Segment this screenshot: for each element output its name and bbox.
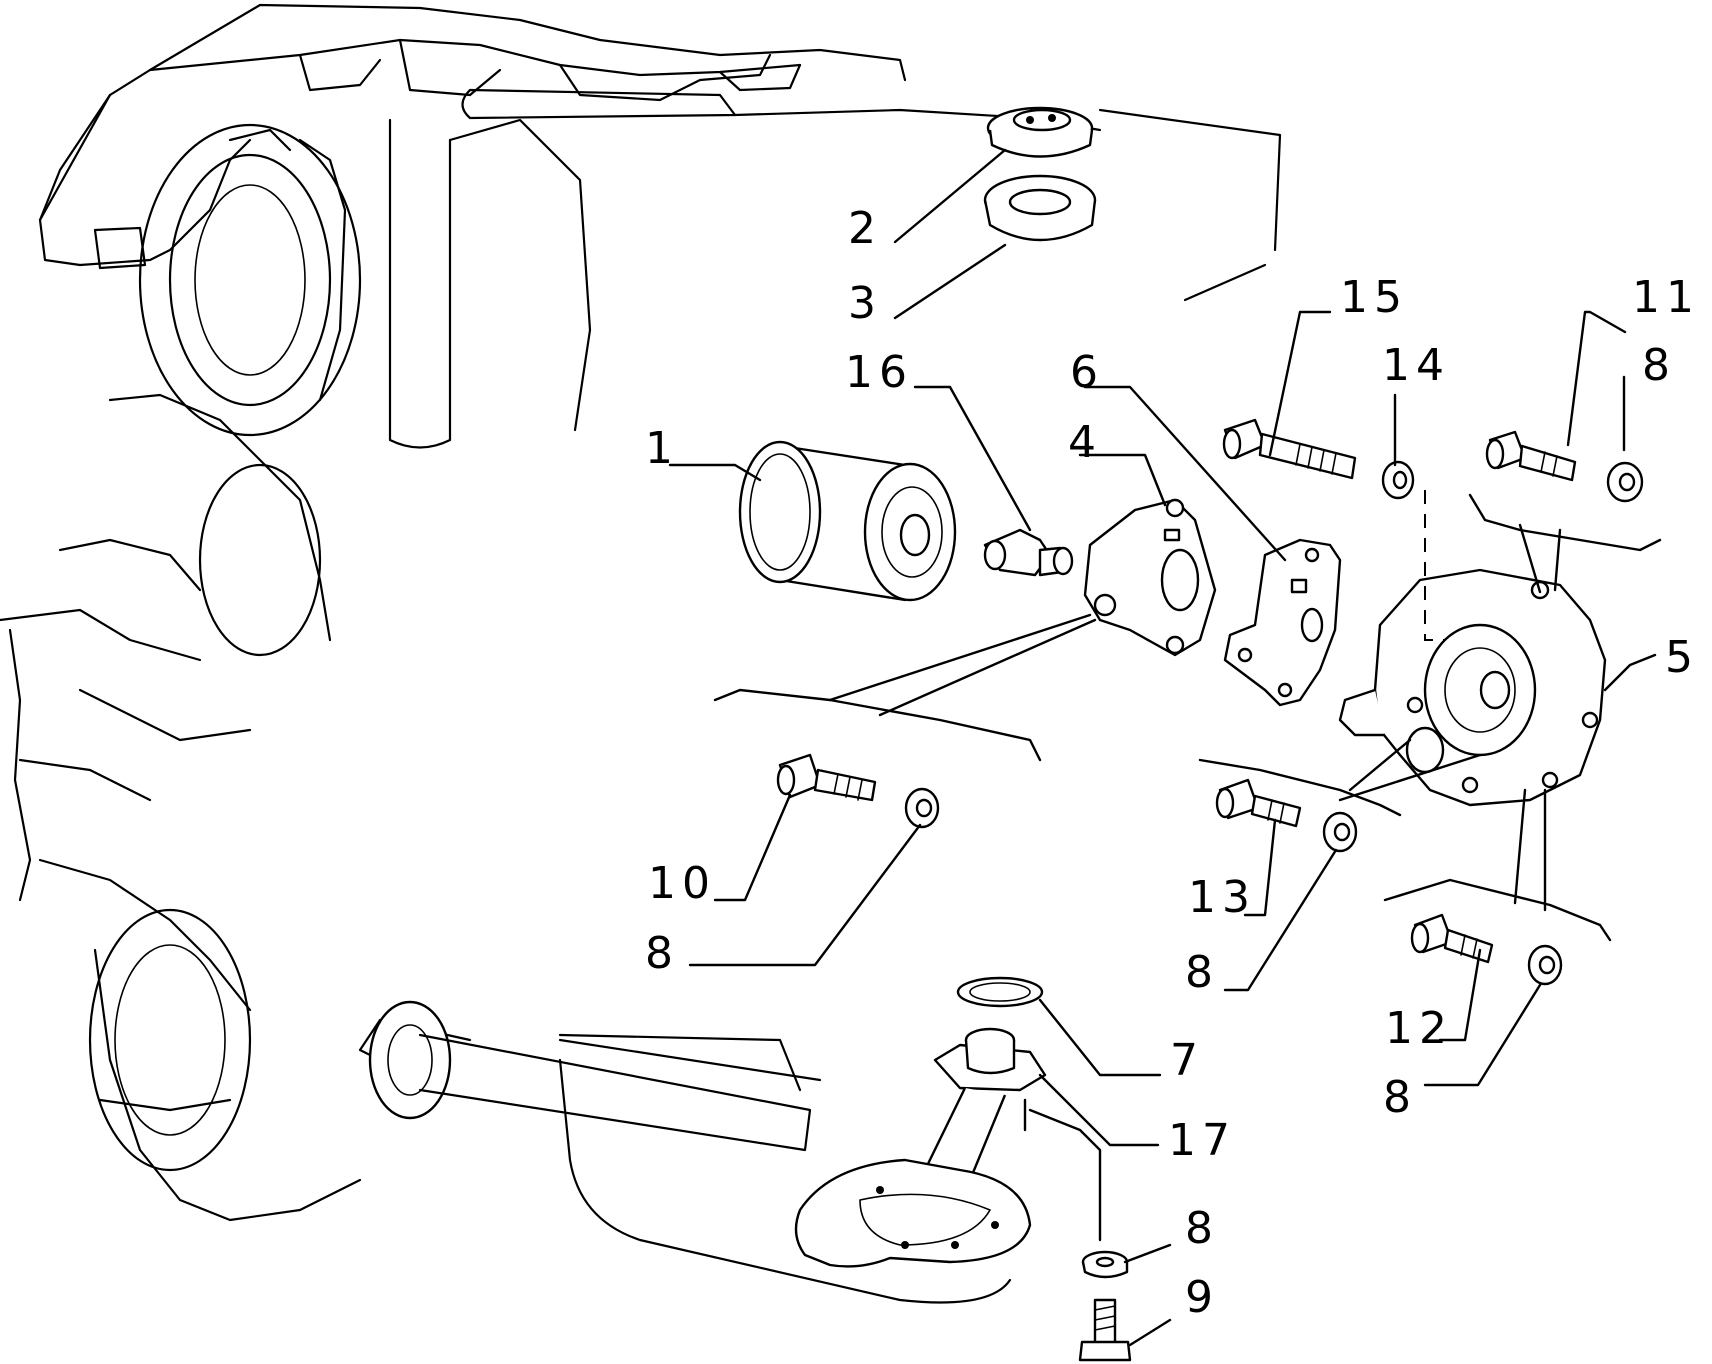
label-5: 5 — [1665, 632, 1699, 683]
label-4: 4 — [1068, 417, 1102, 468]
washer-8-mid-right — [1322, 811, 1358, 853]
cap-gasket — [983, 174, 1097, 242]
screw-11 — [1485, 430, 1577, 482]
oil-filler-cap — [986, 106, 1094, 158]
long-screw — [1222, 418, 1357, 480]
label-2: 2 — [848, 203, 882, 254]
filter-adapter-flange — [1083, 498, 1217, 657]
label-9: 9 — [1185, 1272, 1219, 1323]
label-15: 15 — [1340, 272, 1408, 323]
label-1: 1 — [645, 423, 679, 474]
label-8-left: 8 — [645, 928, 679, 979]
callout-labels: 2 3 16 1 6 4 15 14 11 8 5 10 8 13 8 12 8… — [645, 203, 1700, 1323]
washer-8-bottom — [1081, 1250, 1129, 1279]
oil-pump-body — [1338, 568, 1607, 807]
label-10: 10 — [648, 858, 716, 909]
engine-block-outline — [0, 3, 1282, 1304]
o-ring-7 — [956, 976, 1044, 1008]
screw-13 — [1215, 778, 1302, 828]
assembly-bracket-lines — [713, 490, 1662, 1242]
label-8-mid-right: 8 — [1185, 947, 1219, 998]
label-3: 3 — [848, 278, 882, 329]
label-8-bottom: 8 — [1185, 1203, 1219, 1254]
label-6: 6 — [1070, 347, 1104, 398]
label-16: 16 — [845, 347, 913, 398]
oil-filter — [738, 440, 957, 602]
label-14: 14 — [1382, 340, 1450, 391]
washer-8-bottom-right — [1527, 944, 1563, 986]
washer-14 — [1381, 460, 1415, 500]
leader-lines — [668, 148, 1657, 1347]
washer-8-left — [904, 787, 940, 829]
label-7: 7 — [1170, 1035, 1204, 1086]
label-12: 12 — [1385, 1003, 1453, 1054]
bolt-9 — [1078, 1298, 1132, 1362]
label-8-top-right: 8 — [1642, 340, 1676, 391]
label-8-bottom-right: 8 — [1383, 1072, 1417, 1123]
screw-10 — [776, 753, 877, 802]
label-17: 17 — [1168, 1115, 1236, 1166]
threaded-fitting — [983, 528, 1074, 577]
washer-8-top-right — [1606, 461, 1644, 503]
label-13: 13 — [1188, 872, 1256, 923]
label-11: 11 — [1632, 272, 1700, 323]
oil-pickup-strainer — [794, 1027, 1047, 1268]
pump-gasket-plate — [1223, 538, 1342, 707]
